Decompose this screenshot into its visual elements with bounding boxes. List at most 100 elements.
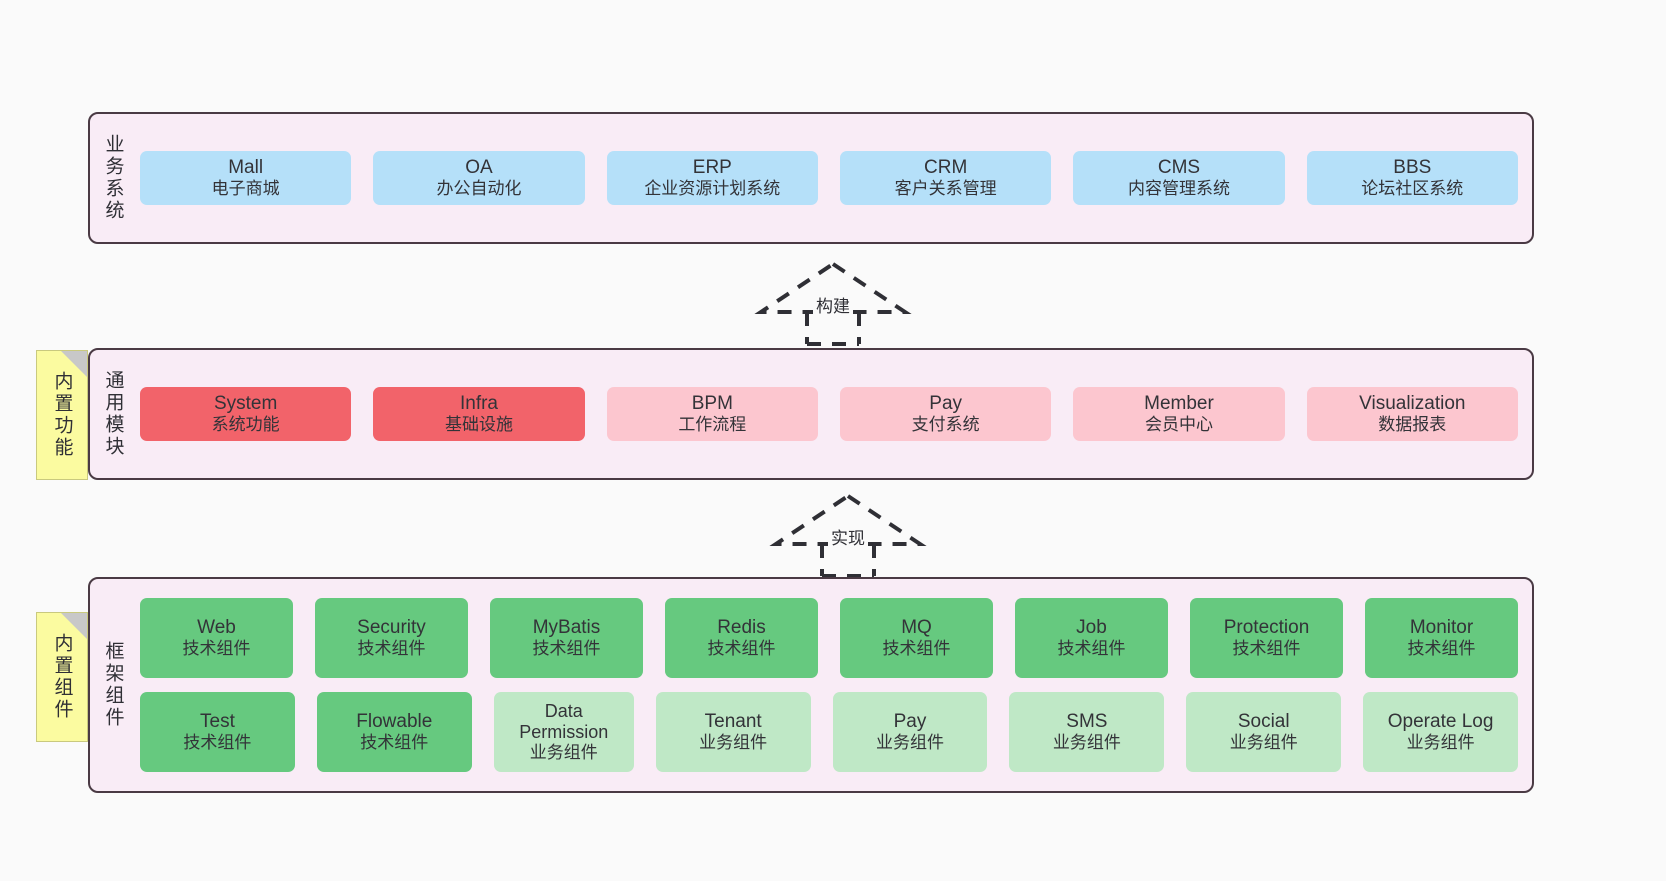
node-title-en: Social [1237,710,1290,732]
node-title-cn: 技术组件 [1407,639,1476,659]
node-title-en: OA [465,156,493,178]
node-title-en: BBS [1393,156,1432,178]
node-visualization[interactable]: Visualization 数据报表 [1306,386,1518,442]
node-pay-component[interactable]: Pay 业务组件 [832,692,988,772]
node-title-en: Security [357,616,426,638]
node-title-cn: 技术组件 [882,639,951,659]
node-title-en: Pay [893,710,927,732]
node-title-cn: 技术组件 [360,733,429,753]
node-title-en: System [213,392,278,414]
node-crm[interactable]: CRM 客户关系管理 [839,150,1052,206]
layer-body-framework-components: Web 技术组件 Security 技术组件 MyBatis 技术组件 Redi… [136,579,1532,791]
node-title-cn: 电子商城 [211,179,280,199]
node-flowable[interactable]: Flowable 技术组件 [316,692,472,772]
node-title-cn: 业务组件 [876,733,944,753]
node-title-cn: 技术组件 [532,639,601,659]
note-builtin-features: 内置功能 [36,350,88,480]
note-label: 内置组件 [51,633,73,721]
node-data-permission[interactable]: Data Permission 业务组件 [493,692,634,772]
node-title-en: ERP [692,156,732,178]
node-title-en: Protection [1223,616,1310,638]
node-title-en: Visualization [1359,392,1466,414]
node-row: Mall 电子商城 OA 办公自动化 ERP 企业资源计划系统 CRM 客户关系… [140,150,1518,206]
node-title-en: Pay [929,392,963,414]
node-title-cn: 技术组件 [1057,639,1126,659]
note-builtin-components: 内置组件 [36,612,88,742]
node-title-cn: 客户关系管理 [894,179,997,199]
node-title-cn: 技术组件 [183,733,252,753]
node-job[interactable]: Job 技术组件 [1015,598,1168,678]
node-title-cn: 业务组件 [1406,733,1475,753]
page-fold-icon [61,613,87,639]
node-title-en: Data Permission [519,700,609,742]
node-title-cn: 支付系统 [911,415,980,435]
layer-title-common-modules: 通用模块 [102,370,124,458]
node-title-cn: 办公自动化 [436,179,522,199]
node-operate-log[interactable]: Operate Log 业务组件 [1363,692,1519,772]
node-mq[interactable]: MQ 技术组件 [840,598,993,678]
page-fold-icon [61,351,87,377]
node-web[interactable]: Web 技术组件 [140,598,293,678]
node-title-cn: 业务组件 [1052,733,1121,753]
layer-business-systems: 业务系统 Mall 电子商城 OA 办公自动化 ERP 企业资源计划系统 CRM… [88,112,1534,244]
node-oa[interactable]: OA 办公自动化 [373,150,585,206]
node-title-en: Infra [459,392,498,414]
node-title-en: Redis [717,616,766,638]
node-title-cn: 业务组件 [1229,733,1298,753]
node-row-business: Test 技术组件 Flowable 技术组件 Data Permission … [140,692,1519,772]
layer-framework-components: 框架组件 Web 技术组件 Security 技术组件 MyBatis 技术组件… [88,577,1534,793]
node-redis[interactable]: Redis 技术组件 [665,598,818,678]
node-social[interactable]: Social 业务组件 [1186,692,1342,772]
node-pay-module[interactable]: Pay 支付系统 [839,386,1052,442]
layer-title-framework-components: 框架组件 [102,641,124,729]
node-row-tech: Web 技术组件 Security 技术组件 MyBatis 技术组件 Redi… [140,598,1518,678]
node-title-cn: 论坛社区系统 [1361,179,1464,199]
node-mall[interactable]: Mall 电子商城 [140,150,352,206]
node-member[interactable]: Member 会员中心 [1073,386,1285,442]
node-title-en: MQ [901,616,932,638]
node-title-en: Tenant [704,710,762,732]
node-title-cn: 技术组件 [182,639,251,659]
layer-body-common-modules: System 系统功能 Infra 基础设施 BPM 工作流程 Pay 支付系统… [136,350,1532,478]
node-title-en: Test [200,710,235,732]
node-title-cn: 内容管理系统 [1127,179,1230,199]
node-title-en: CMS [1157,156,1201,178]
connector-label-build: 构建 [813,292,853,317]
node-bbs[interactable]: BBS 论坛社区系统 [1306,150,1518,206]
node-title-en: Mall [228,156,264,178]
node-bpm[interactable]: BPM 工作流程 [606,386,818,442]
node-title-cn: 技术组件 [707,639,776,659]
node-sms[interactable]: SMS 业务组件 [1009,692,1165,772]
node-title-en: SMS [1066,710,1108,732]
note-label: 内置功能 [51,371,73,459]
node-title-cn: 数据报表 [1378,415,1447,435]
layer-common-modules: 通用模块 System 系统功能 Infra 基础设施 BPM 工作流程 Pay… [88,348,1534,480]
node-test[interactable]: Test 技术组件 [140,692,295,772]
layer-title-business-systems: 业务系统 [102,134,124,222]
node-title-cn: 技术组件 [357,639,426,659]
node-infra[interactable]: Infra 基础设施 [373,386,585,442]
node-row: System 系统功能 Infra 基础设施 BPM 工作流程 Pay 支付系统… [140,386,1518,442]
node-title-en: Web [197,616,236,638]
node-system[interactable]: System 系统功能 [140,386,352,442]
node-monitor[interactable]: Monitor 技术组件 [1365,598,1518,678]
node-title-cn: 工作流程 [678,415,747,435]
node-mybatis[interactable]: MyBatis 技术组件 [490,598,643,678]
node-title-cn: 会员中心 [1144,415,1213,435]
connector-implement: 实现 [768,490,928,578]
node-cms[interactable]: CMS 内容管理系统 [1073,150,1285,206]
node-erp[interactable]: ERP 企业资源计划系统 [606,150,818,206]
node-title-cn: 技术组件 [1232,639,1301,659]
node-title-cn: 企业资源计划系统 [644,179,781,199]
node-title-en: Member [1144,392,1214,414]
node-title-cn: 业务组件 [529,743,598,763]
node-protection[interactable]: Protection 技术组件 [1190,598,1343,678]
node-title-cn: 系统功能 [211,415,280,435]
node-tenant[interactable]: Tenant 业务组件 [655,692,811,772]
node-title-en: Flowable [356,710,433,732]
layer-body-business-systems: Mall 电子商城 OA 办公自动化 ERP 企业资源计划系统 CRM 客户关系… [136,114,1532,242]
node-title-en: Monitor [1409,616,1474,638]
connector-build: 构建 [753,258,913,346]
node-security[interactable]: Security 技术组件 [315,598,468,678]
